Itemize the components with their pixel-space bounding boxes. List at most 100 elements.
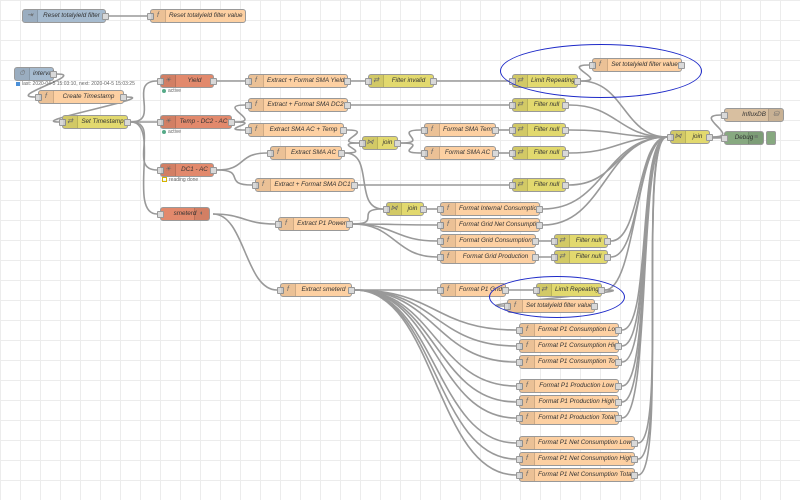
dc1-ac-sensor-node[interactable]: ☀ DC1 - AC <box>157 163 217 177</box>
node-label: Extract P1 Power <box>297 220 346 227</box>
node-label: Reset totalyield filter value <box>169 12 243 19</box>
wire <box>234 104 246 123</box>
filter-null-ac-node[interactable]: ⇄ Filter null <box>509 146 569 160</box>
function-icon: f <box>425 147 440 159</box>
node-label: Set Timestamp <box>81 118 124 125</box>
switch-icon: ⇄ <box>513 147 528 159</box>
interval-inject-node[interactable]: ⏱ interval <box>14 67 57 81</box>
yield-sensor-node[interactable]: ☀ Yield <box>157 74 217 88</box>
format-p1-production-total-node[interactable]: f Format P1 Production Total <box>516 411 622 425</box>
join-icon: ⋈ <box>387 203 402 215</box>
format-p1-net-consumption-high-node[interactable]: f Format P1 Net Consumption High <box>516 452 638 466</box>
node-label: Extract SMA AC + Temp <box>269 126 338 133</box>
wire <box>354 289 517 460</box>
join-sma-node[interactable]: ⋈ join <box>359 136 401 150</box>
function-icon: f <box>256 179 271 191</box>
wire <box>400 129 422 144</box>
format-p1-consumption-high-node[interactable]: f Format P1 Consumption High <box>516 339 622 353</box>
format-p1-net-consumption-total-node[interactable]: f Format P1 Net Consumption Total <box>516 468 638 482</box>
format-p1-production-high-node[interactable]: f Format P1 Production High <box>516 395 622 409</box>
influxdb-node[interactable]: InfluxDB ⛁ <box>721 108 784 122</box>
filter-null-grid-consumption-node[interactable]: ⇄ Filter null <box>551 234 611 248</box>
dc1-status: reading done <box>162 177 198 183</box>
filter-null-dc2-node[interactable]: ⇄ Filter null <box>509 98 569 112</box>
format-sma-temp-node[interactable]: f Format SMA Temp <box>421 123 499 137</box>
extract-sma-ac-temp-node[interactable]: f Extract SMA AC + Temp <box>245 123 347 137</box>
function-icon: f <box>520 380 535 392</box>
wire <box>352 208 384 225</box>
reset-totalyield-value-function-node[interactable]: f Reset totalyield filter value <box>147 9 246 23</box>
inject-icon: ⏱ <box>15 68 30 80</box>
switch-icon: ⇄ <box>369 75 384 87</box>
wire <box>568 136 668 154</box>
node-label: Format Internal Consumption <box>459 205 541 212</box>
set-timestamp-node[interactable]: ⇄ Set Timestamp <box>59 115 131 129</box>
extract-format-sma-dc2-node[interactable]: f Extract + Format SMA DC2 <box>245 98 351 112</box>
debug-node[interactable]: Debug ≡ <box>721 131 764 145</box>
reset-totalyield-inject-node[interactable]: ⇥ Reset totalyield filter <box>22 9 109 23</box>
node-label: join <box>407 205 418 212</box>
format-grid-production-node[interactable]: f Format Grid Production <box>437 250 539 264</box>
wire <box>568 104 668 138</box>
node-label: Format P1 Grid <box>459 286 503 293</box>
node-label: Format P1 Consumption Total <box>538 358 622 365</box>
debug-toggle-button[interactable] <box>766 131 776 145</box>
extract-smeterd-node[interactable]: f Extract smeterd <box>277 283 355 297</box>
wire <box>637 136 668 476</box>
create-timestamp-node[interactable]: f Create Timestamp <box>35 90 127 104</box>
node-label: Yield <box>187 77 202 84</box>
join-main-node[interactable]: ⋈ join <box>667 130 713 144</box>
temp-dc2-ac-sensor-node[interactable]: ☀ Temp - DC2 - AC <box>157 115 235 129</box>
format-p1-net-consumption-low-node[interactable]: f Format P1 Net Consumption Low <box>516 436 638 450</box>
wire <box>710 136 724 139</box>
node-label: Filter invalid <box>391 77 426 84</box>
extract-p1-power-node[interactable]: f Extract P1 Power <box>275 217 353 231</box>
node-label: Extract smeterd <box>301 286 346 293</box>
extract-sma-ac-node[interactable]: f Extract SMA AC <box>267 146 345 160</box>
node-label: smeterd <box>173 210 197 217</box>
wire <box>52 96 134 123</box>
function-icon: f <box>441 219 456 231</box>
wire <box>212 213 278 291</box>
join-icon: ⋈ <box>363 137 378 149</box>
format-p1-production-low-node[interactable]: f Format P1 Production Low <box>516 379 622 393</box>
function-icon: f <box>271 147 286 159</box>
filter-invalid-node[interactable]: ⇄ Filter invalid <box>365 74 437 88</box>
function-icon: f <box>520 340 535 352</box>
wire <box>354 289 517 419</box>
filter-null-grid-production-node[interactable]: ⇄ Filter null <box>551 250 611 264</box>
function-icon: f <box>281 284 296 296</box>
filter-null-dc1-node[interactable]: ⇄ Filter null <box>509 178 569 192</box>
highlight-ellipse-top <box>500 44 702 98</box>
node-label: join <box>692 133 703 140</box>
smeterd-node[interactable]: smeterd ◐ <box>157 207 210 221</box>
node-label: Extract SMA AC <box>290 149 337 156</box>
node-label: DC1 - AC <box>181 166 208 173</box>
sensor-icon: ☀ <box>161 164 176 176</box>
filter-null-temp-node[interactable]: ⇄ Filter null <box>509 123 569 137</box>
node-label: Format P1 Consumption Low <box>538 326 620 333</box>
node-label: Reset totalyield filter <box>43 12 100 19</box>
format-p1-consumption-total-node[interactable]: f Format P1 Consumption Total <box>516 355 622 369</box>
sensor-icon: ☀ <box>161 75 176 87</box>
join-icon: ⋈ <box>671 131 686 143</box>
function-icon: f <box>520 469 535 481</box>
format-p1-consumption-low-node[interactable]: f Format P1 Consumption Low <box>516 323 622 337</box>
temp-status: active <box>162 129 181 135</box>
function-icon: f <box>441 203 456 215</box>
format-sma-ac-node[interactable]: f Format SMA AC <box>421 146 499 160</box>
format-grid-consumption-node[interactable]: f Format Grid Consumption <box>437 234 539 248</box>
extract-format-sma-dc1-node[interactable]: f Extract + Format SMA DC1 <box>252 178 358 192</box>
wire <box>130 80 158 123</box>
node-label: interval <box>33 70 54 77</box>
highlight-ellipse-bottom <box>489 276 625 318</box>
switch-icon: ⇄ <box>555 235 570 247</box>
node-label: InfluxDB <box>742 111 766 118</box>
function-icon: f <box>520 453 535 465</box>
node-label: Filter null <box>533 149 560 156</box>
format-internal-consumption-node[interactable]: f Format Internal Consumption <box>437 202 543 216</box>
join-p1-node[interactable]: ⋈ join <box>383 202 427 216</box>
extract-format-sma-yield-node[interactable]: f Extract + Format SMA Yield <box>245 74 351 88</box>
format-grid-net-consumption-node[interactable]: f Format Grid Net Consumption <box>437 218 543 232</box>
wire <box>27 73 65 98</box>
